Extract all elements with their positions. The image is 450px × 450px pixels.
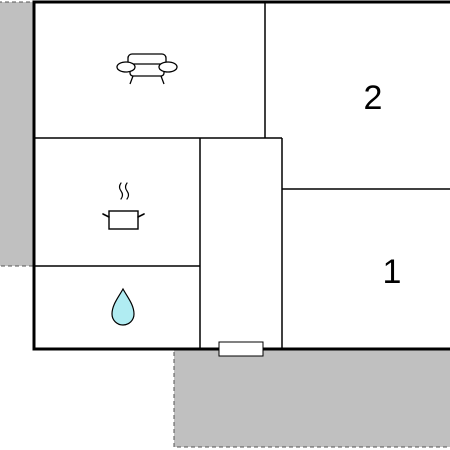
water-drop-icon <box>111 287 135 326</box>
building-interior <box>34 2 450 349</box>
interior-walls <box>34 2 450 349</box>
cooking-pot-icon <box>102 182 145 230</box>
outdoor-area-bottom <box>173 348 450 448</box>
room-number-2: 2 <box>364 79 383 117</box>
sofa-icon <box>116 53 178 85</box>
room-number-1: 1 <box>383 253 402 291</box>
entrance-door[interactable] <box>218 341 264 357</box>
outdoor-area-left <box>0 1 35 267</box>
